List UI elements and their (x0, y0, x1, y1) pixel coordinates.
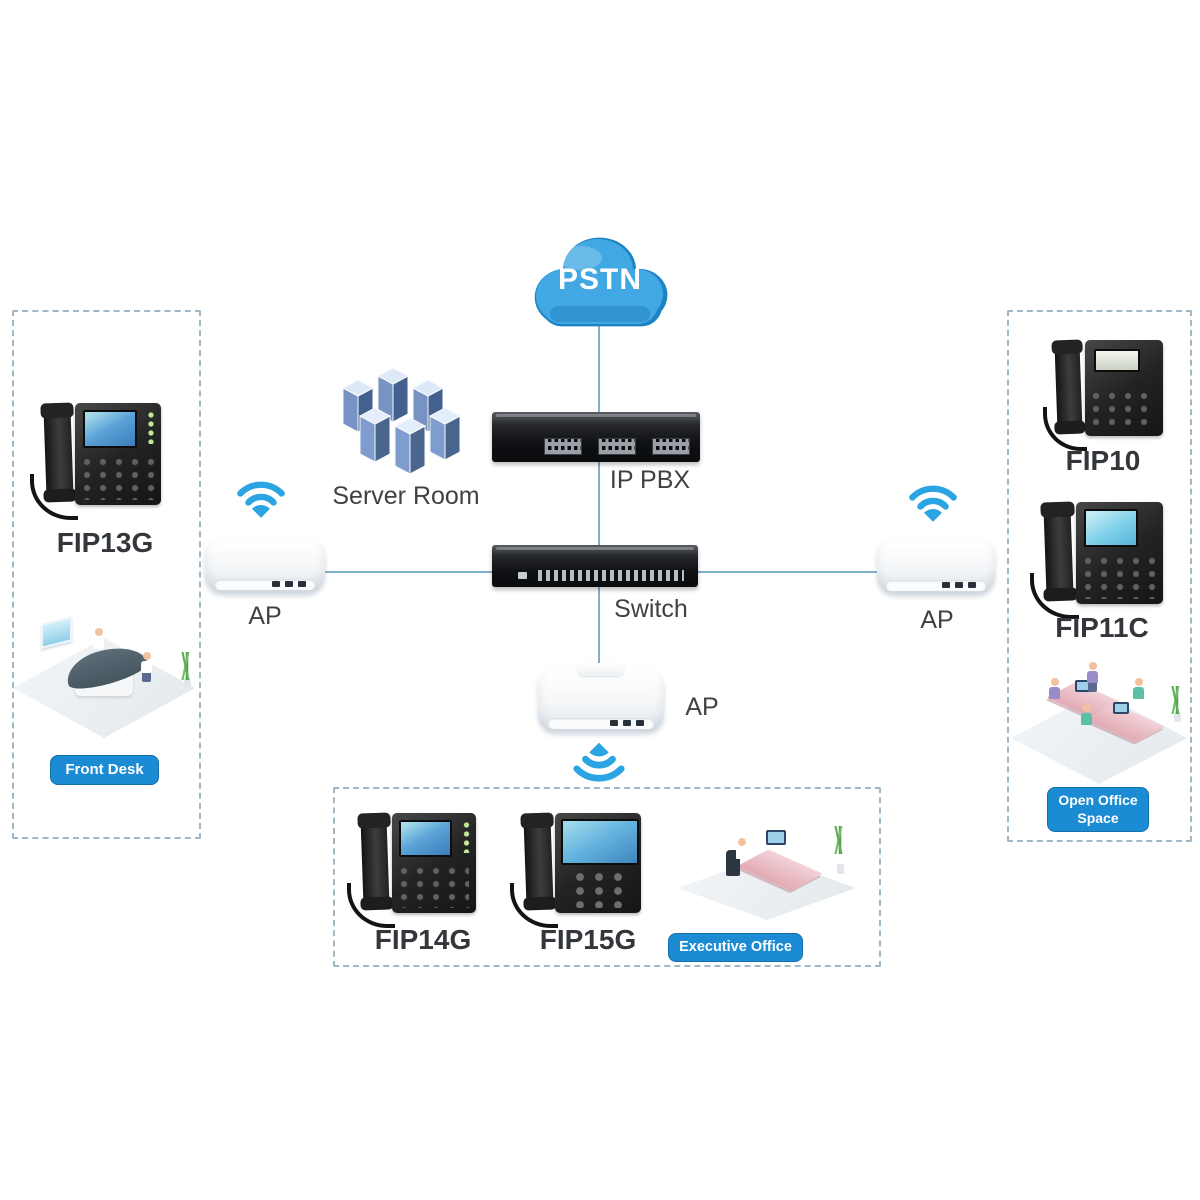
pstn-to-ap-vertical-line (598, 322, 600, 674)
office-worker (1087, 662, 1098, 692)
receptionist-person (93, 628, 104, 649)
phone-handset (43, 405, 74, 500)
ap-right-label: AP (920, 606, 954, 634)
phone-label-fip15g: FIP15G (539, 924, 637, 955)
phone-keypad (574, 872, 624, 909)
server-room-label: Server Room (332, 482, 480, 510)
ip-phone-fip11c (1030, 495, 1164, 620)
ip-phone-fip10 (1043, 333, 1164, 451)
plant-icon (831, 826, 849, 874)
phone-screen (1093, 349, 1141, 372)
front-desk-badge: Front Desk (50, 755, 159, 785)
phone-screen (561, 818, 639, 865)
ip-pbx-label: IP PBX (609, 466, 691, 494)
pstn-label: PSTN (557, 262, 642, 296)
ip-phone-fip15g (510, 806, 642, 928)
phone-body (1084, 339, 1163, 437)
executive-office-badge: Executive Office (668, 933, 803, 962)
phone-body (391, 812, 476, 914)
open-office-illustration (1011, 652, 1187, 784)
access-point-ports (609, 720, 644, 726)
phone-screen (1083, 509, 1139, 547)
executive-person (736, 838, 747, 859)
computer-monitor (1075, 680, 1091, 692)
phone-handset (1043, 504, 1074, 599)
phone-handset (360, 815, 390, 908)
pstn-cloud-icon: PSTN (520, 226, 680, 334)
ip-phone-fip14g (347, 806, 477, 928)
wall-screen (41, 616, 72, 649)
wifi-icon (906, 480, 960, 524)
phone-keypad (82, 457, 154, 500)
front-desk-zone-box (12, 310, 201, 839)
executive-office-zone-box (333, 787, 881, 967)
phone-keypad (1090, 390, 1157, 432)
ap-bottom-label: AP (685, 693, 719, 721)
executive-office-illustration (678, 818, 858, 926)
phone-label-fip14g: FIP14G (374, 924, 472, 955)
switch-led (518, 572, 527, 579)
access-point-bottom (538, 663, 664, 732)
phone-label-fip11c: FIP11C (1055, 612, 1149, 643)
phone-screen (83, 410, 137, 448)
plant-icon (178, 652, 196, 688)
phone-handset (523, 815, 554, 908)
computer-monitor (766, 830, 786, 845)
access-point-right (877, 538, 995, 594)
switch-device (492, 545, 698, 587)
wifi-icon (234, 476, 288, 520)
switch-ports (538, 570, 684, 581)
phone-keypad (1082, 556, 1156, 599)
ip-phone-fip13g (30, 396, 162, 521)
open-office-zone-box (1007, 310, 1192, 842)
office-worker (1133, 678, 1144, 699)
phone-body (555, 812, 641, 914)
front-desk-illustration (13, 612, 196, 742)
ip-pbx-device (492, 412, 700, 462)
ap-left-label: AP (248, 602, 282, 630)
server-room-icon (341, 367, 462, 475)
phone-led-buttons (460, 820, 472, 853)
access-point-ports (942, 582, 977, 588)
visitor-person (141, 652, 152, 682)
phone-keypad (398, 866, 470, 909)
access-point-left (205, 537, 325, 593)
phone-screen (399, 819, 453, 857)
phone-label-fip13g: FIP13G (56, 527, 154, 558)
phone-label-fip10: FIP10 (1065, 445, 1141, 476)
phone-body (75, 402, 161, 506)
phone-handset (1054, 342, 1083, 432)
switch-label: Switch (614, 595, 688, 623)
wifi-icon (570, 740, 628, 788)
office-worker (1081, 704, 1092, 725)
plant-icon (1168, 686, 1186, 722)
computer-monitor (1113, 702, 1129, 714)
ip-pbx-ports (544, 438, 690, 455)
office-worker (1049, 678, 1060, 699)
access-point-ports (271, 581, 306, 587)
phone-led-buttons (145, 411, 157, 444)
open-office-badge: Open Office Space (1047, 787, 1149, 832)
phone-body (1075, 501, 1163, 605)
